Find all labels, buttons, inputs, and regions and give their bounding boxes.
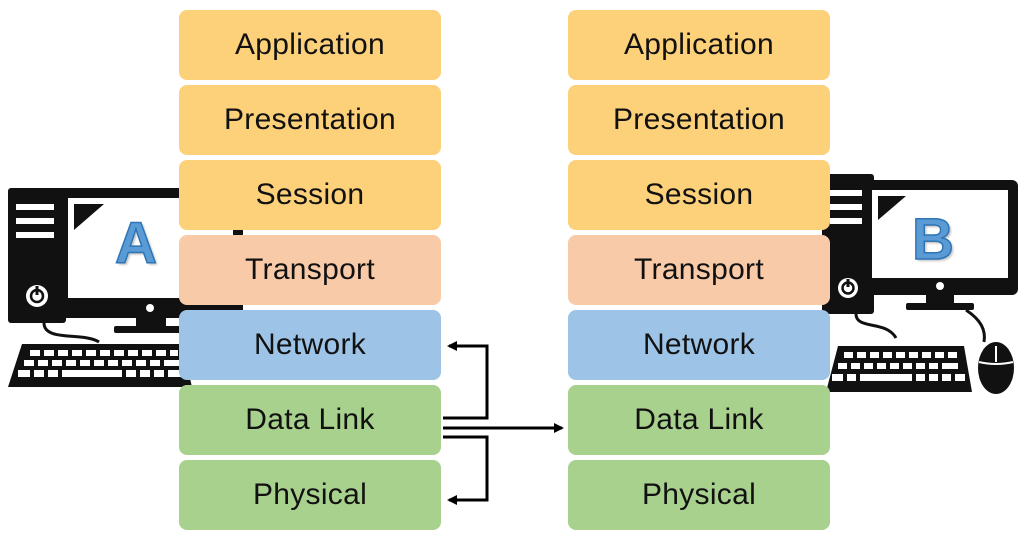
layer-session-a: Session [179,160,441,230]
layer-data-link-a: Data Link [179,385,441,455]
layer-transport-a: Transport [179,235,441,305]
layer-physical-a: Physical [179,460,441,530]
layer-transport-b: Transport [568,235,830,305]
host-b-label: B [911,206,954,273]
layer-application-a: Application [179,10,441,80]
layer-physical-b: Physical [568,460,830,530]
layer-network-a: Network [179,310,441,380]
host-a-label: A [114,210,157,277]
layer-data-link-b: Data Link [568,385,830,455]
computer-b-icon [822,174,1018,394]
layer-presentation-a: Presentation [179,85,441,155]
layer-application-b: Application [568,10,830,80]
layer-session-b: Session [568,160,830,230]
layer-network-b: Network [568,310,830,380]
arrow-to-network [443,341,489,420]
arrow-to-physical [443,435,489,505]
layer-presentation-b: Presentation [568,85,830,155]
